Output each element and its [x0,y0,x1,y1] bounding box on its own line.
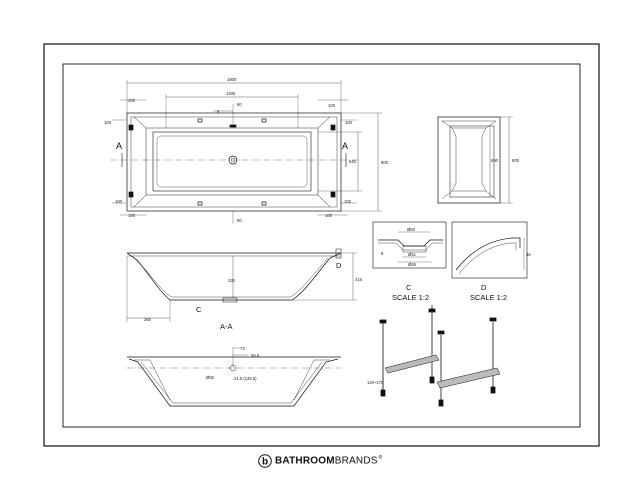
dim-side-right-bottom: 100 [344,199,352,204]
dim-edge-left-bottom: 100 [128,213,136,218]
detail-c-scale: SCALE 1:2 [392,293,429,302]
section-caption: A-A [220,322,233,331]
brand-name-bold: BATHROOM [275,455,335,467]
dim-side-left-bottom: 100 [115,199,123,204]
leg-supports [379,305,501,407]
legs-height-range: 120~170 [367,380,384,385]
dim-6: 6 [217,109,220,114]
dim-side-right-top: 100 [345,120,353,125]
inner-frame [62,63,581,428]
bottom-d-73: 73 [240,346,245,351]
dim-side-left-top: 100 [104,120,112,125]
section-depth: 430 [228,278,236,283]
dim-80-top: 80 [237,102,242,107]
detail-d-view [451,221,528,279]
detail-c-marker: C [196,305,202,314]
svg-text:b: b [262,457,268,468]
dim-edge-right-bottom: 100 [325,213,333,218]
bottom-d-85: Ø85 [206,375,215,380]
brand-logo: b BATHROOMBRANDS® [258,453,383,469]
detail-d-marker: D [336,261,342,270]
detail-d-title: D [481,283,487,292]
plan-view [110,80,382,224]
section-aa-view [126,248,357,322]
detail-c-h-left: 8 [381,251,384,256]
detail-c-d-mid: Ø51 [408,252,417,257]
brand-registered-mark: ® [378,455,383,462]
dim-inner-width: 640 [349,159,357,164]
detail-c-view [372,221,447,269]
bottom-section-view [127,347,341,407]
section-label-right: A [342,141,348,151]
end-overall-width: 800 [512,158,520,163]
end-view [437,116,513,204]
section-label-left: A [116,141,122,151]
section-offset: 360 [144,317,152,322]
bottom-d-215: 21,5 (145,5) [234,376,257,381]
plan-dimensions: 1800 1335 100 100 80 6 100 100 640 800 1… [104,77,389,223]
bathroom-brands-logo-icon: b [258,454,272,468]
dim-80-bottom: 80 [237,218,242,223]
dim-overall-length: 1800 [227,77,237,82]
section-height: 416 [355,277,363,282]
detail-c-d-bot: Ø65 [408,262,417,267]
detail-d-scale: SCALE 1:2 [470,293,507,302]
detail-c-d-top: Ø60 [407,227,416,232]
dim-inner-length: 1335 [226,91,236,96]
outer-frame [43,43,600,447]
dim-overall-width: 800 [381,160,389,165]
detail-d-height: 36 [526,252,531,257]
dim-edge-right-top: 100 [328,103,336,108]
end-inner-width: 690 [491,158,499,163]
brand-name-regular: BRANDS [334,455,378,467]
dim-edge-left-top: 100 [128,98,136,103]
detail-c-title: C [406,283,412,292]
bottom-d-565: 56,5 [251,353,260,358]
